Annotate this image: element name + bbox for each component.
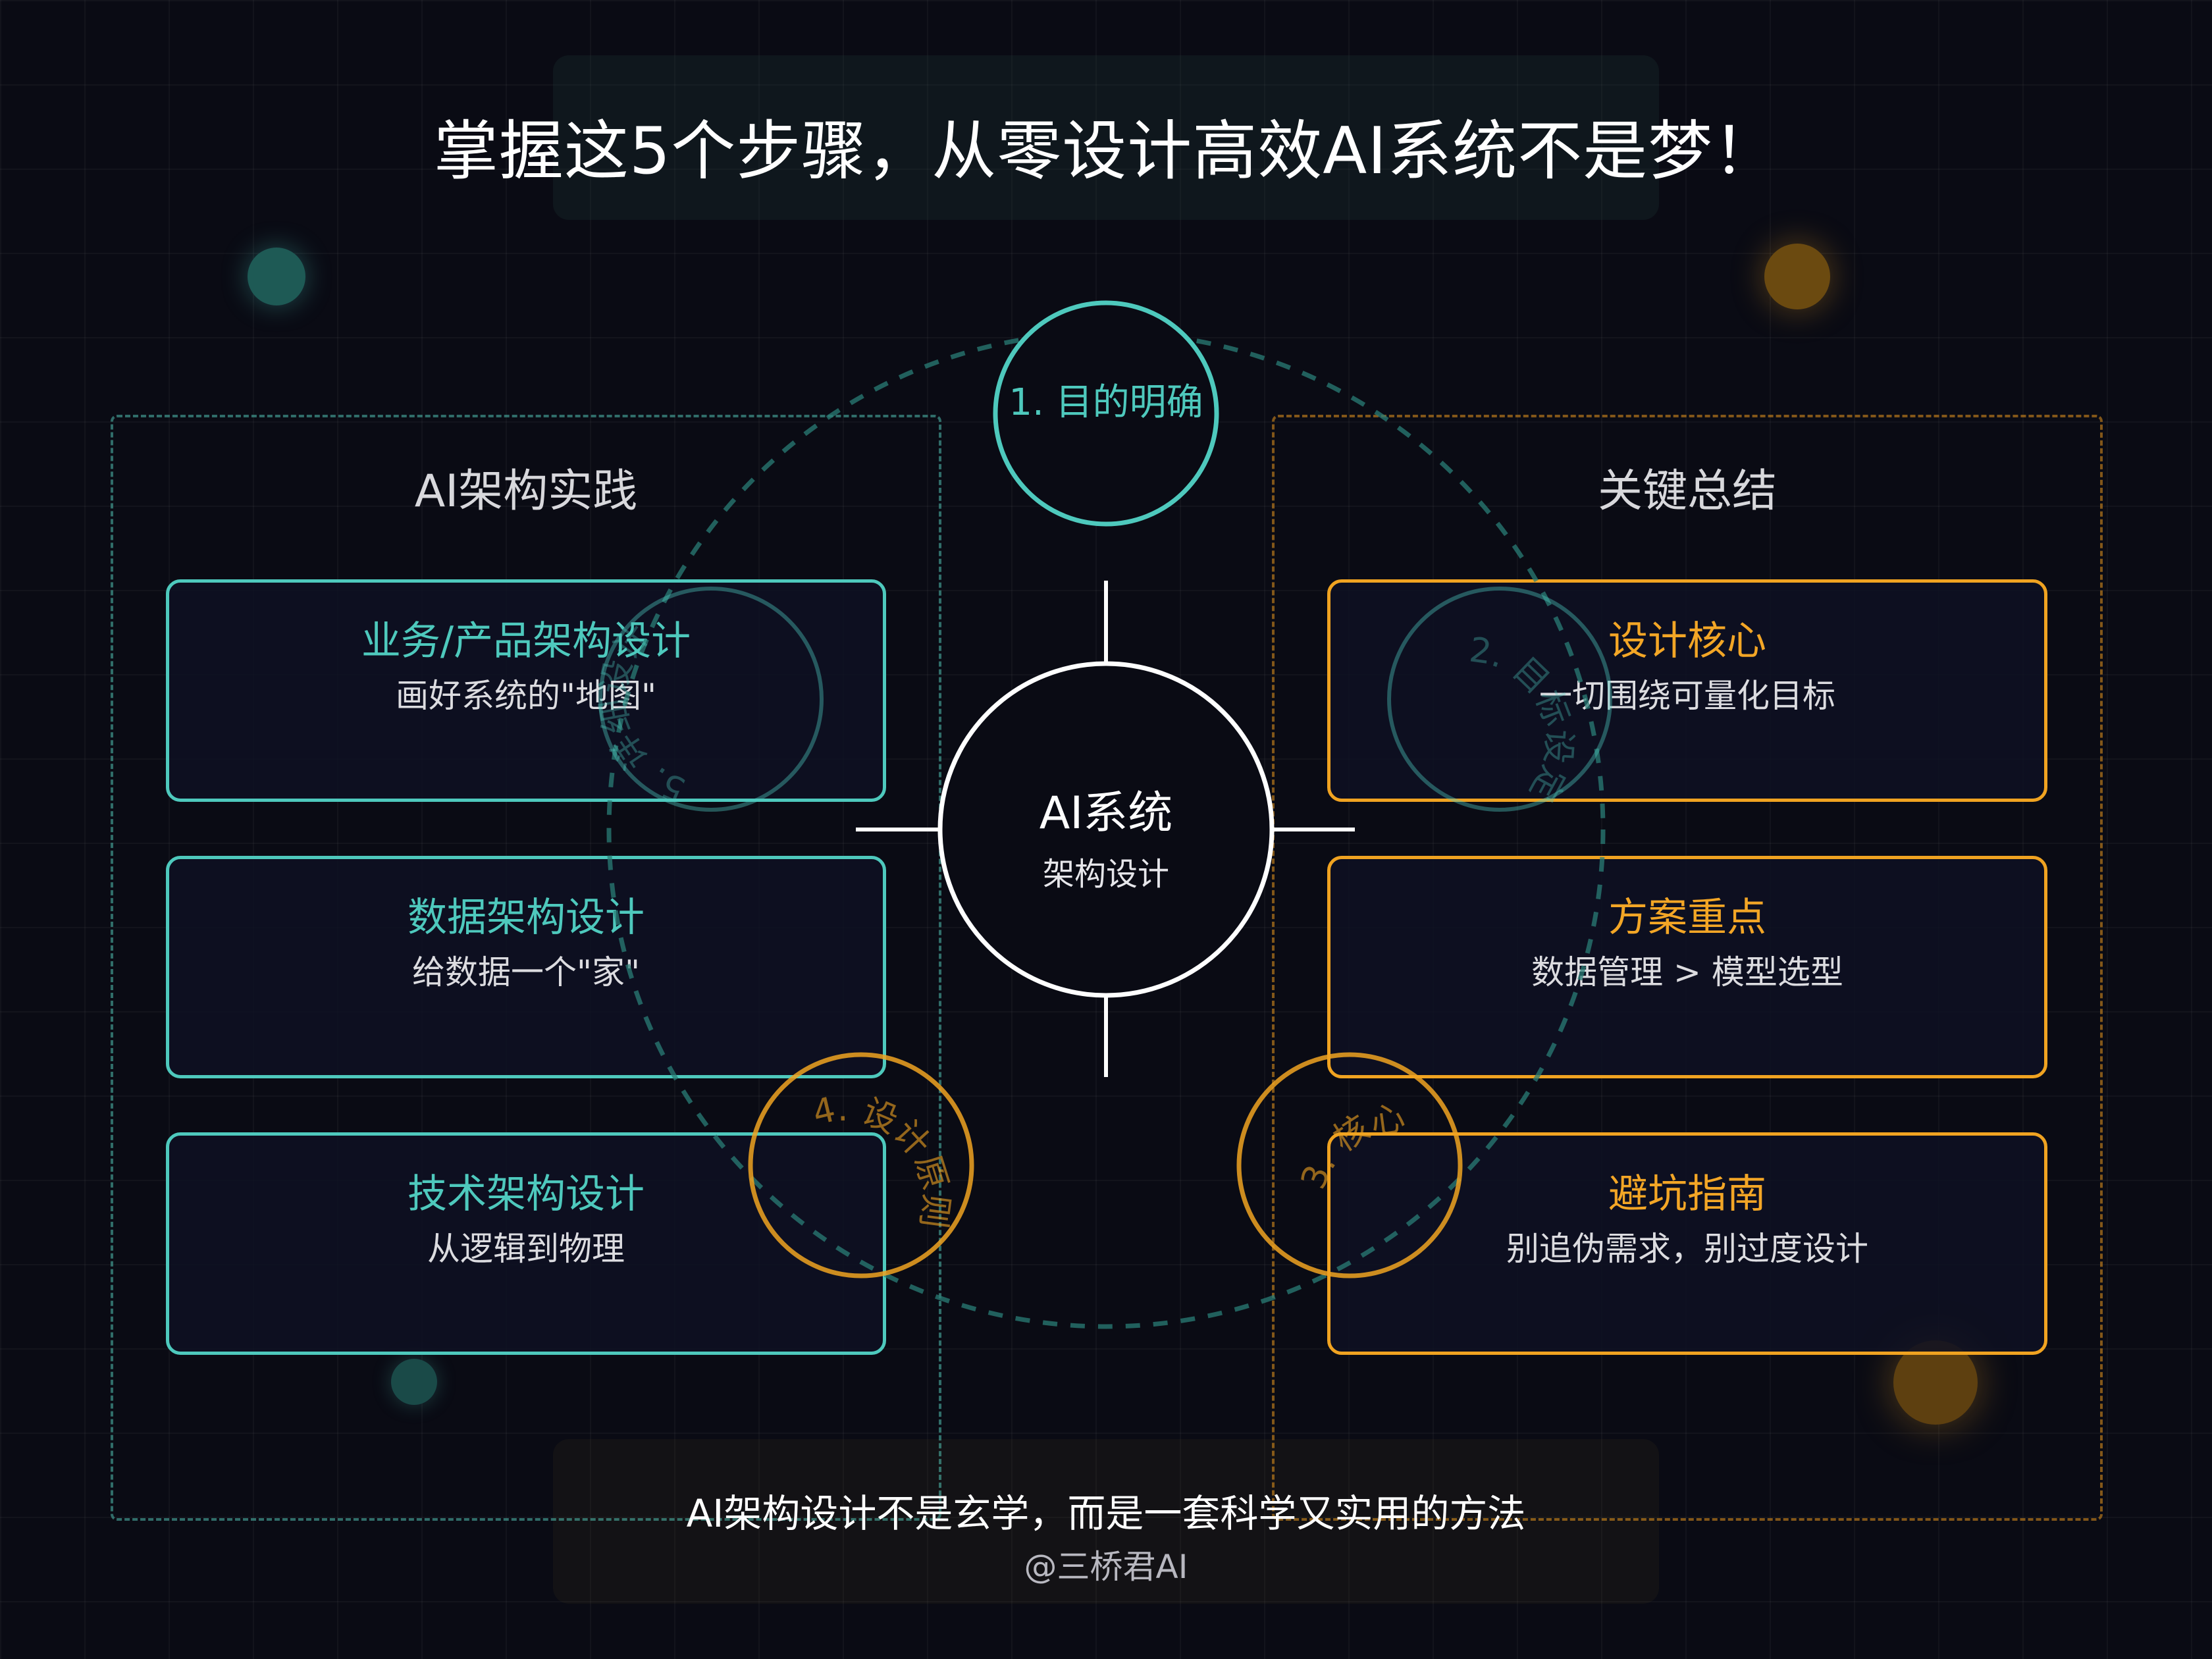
step-1-label: 1. 目的明确 (1009, 381, 1203, 424)
cycle-ring (606, 330, 1606, 1329)
card-business-architecture: 业务/产品架构设计 画好系统的"地图" (166, 579, 886, 802)
center-hub (937, 661, 1275, 998)
card-title: 方案重点 (1608, 895, 1766, 941)
svg-text:4. 设计原则: 4. 设计原则 (809, 1090, 956, 1231)
card-tech-architecture: 技术架构设计 从逻辑到物理 (166, 1132, 886, 1355)
card-subtitle: 从逻辑到物理 (427, 1230, 625, 1268)
decor-dot-teal-small (391, 1359, 437, 1405)
left-section-frame (111, 415, 941, 1521)
step-1-node (993, 300, 1219, 527)
center-subtitle: 架构设计 (1043, 856, 1169, 893)
footer-credit: @三桥君AI (1024, 1548, 1188, 1586)
decor-dot-amber-top (1764, 244, 1830, 309)
step-2-node (1387, 587, 1612, 812)
step-3-label: 3. 核心设计 (0, 0, 1408, 1194)
card-subtitle: 别追伪需求，别过度设计 (1506, 1230, 1868, 1268)
step-2-label: 2. 目标设定 (1467, 630, 1579, 808)
decor-dot-teal-large (248, 248, 305, 305)
footer-tagline: AI架构设计不是玄学，而是一套科学又实用的方法 (686, 1491, 1526, 1536)
left-section-title: AI架构实践 (414, 465, 638, 517)
card-title: 避坑指南 (1608, 1171, 1766, 1217)
card-pitfall-guide: 避坑指南 别追伪需求，别过度设计 (1327, 1132, 2047, 1355)
step-4-node (748, 1052, 974, 1278)
svg-text:5. 详细设计: 5. 详细设计 (593, 617, 691, 810)
card-design-core: 设计核心 一切围绕可量化目标 (1327, 579, 2047, 802)
card-title: 业务/产品架构设计 (361, 618, 691, 664)
step-5-label: 5. 详细设计 (593, 617, 691, 810)
page-title: 掌握这5个步骤，从零设计高效AI系统不是梦！ (433, 114, 1779, 189)
svg-text:3. 核心设计: 3. 核心设计 (0, 0, 1408, 1194)
step-3-node (1236, 1052, 1463, 1278)
svg-text:2. 目标设定: 2. 目标设定 (1467, 630, 1579, 808)
card-solution-focus: 方案重点 数据管理 > 模型选型 (1327, 856, 2047, 1078)
card-subtitle: 画好系统的"地图" (396, 677, 656, 715)
title-backdrop (553, 55, 1659, 220)
card-title: 技术架构设计 (408, 1171, 645, 1217)
card-subtitle: 给数据一个"家" (412, 953, 640, 991)
center-title: AI系统 (1040, 787, 1173, 839)
card-data-architecture: 数据架构设计 给数据一个"家" (166, 856, 886, 1078)
right-section-title: 关键总结 (1597, 465, 1777, 517)
footer-backdrop (553, 1439, 1659, 1604)
card-title: 数据架构设计 (408, 895, 645, 941)
step-4-label: 4. 设计原则 (809, 1090, 956, 1231)
step-5-node (598, 587, 824, 812)
card-title: 设计核心 (1608, 618, 1766, 664)
right-section-frame (1272, 415, 2103, 1521)
